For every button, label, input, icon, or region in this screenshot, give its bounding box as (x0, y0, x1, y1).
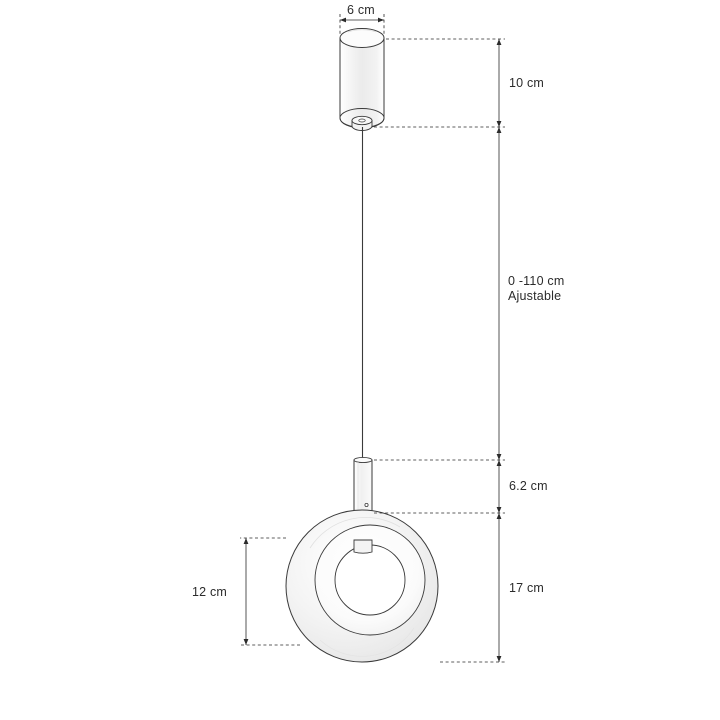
label-ring-inner-height: 12 cm (192, 585, 228, 599)
dim-ring-inner-height (240, 537, 300, 646)
stem-screw (364, 502, 369, 507)
dim-canopy-width (339, 14, 385, 36)
ring-stem-joint (353, 539, 373, 554)
lamp-body (285, 28, 439, 663)
label-canopy-height: 10 cm (509, 76, 545, 90)
dim-ring-outer-height (496, 513, 502, 662)
label-stem-height: 6.2 cm (509, 479, 548, 493)
label-canopy-width: 6 cm (347, 3, 375, 17)
label-cable-length: 0 -110 cm Ajustable (508, 274, 564, 304)
canopy-cylinder (339, 28, 385, 129)
canopy-cap (351, 115, 373, 131)
dimension-lines (240, 14, 505, 663)
label-cable-length-note: Ajustable (508, 289, 562, 303)
dim-cable-length (496, 127, 502, 460)
lamp-ring (285, 509, 439, 663)
label-cable-length-range: 0 -110 cm (508, 274, 565, 288)
label-ring-outer-height: 17 cm (509, 581, 545, 595)
dim-stem-height (496, 460, 502, 513)
ring-aperture (334, 544, 406, 616)
dim-canopy-height (496, 39, 502, 127)
